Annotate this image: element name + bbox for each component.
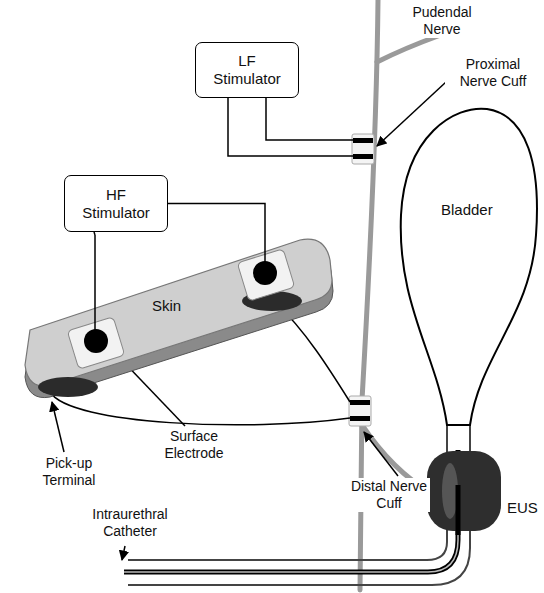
bladder-outline	[395, 105, 544, 427]
cuff-label: Proximal Nerve Cuff	[445, 56, 541, 90]
node-text: EUS	[507, 499, 538, 517]
stimulator-box: LF Stimulator	[195, 42, 299, 98]
proximal-nerve-cuff	[352, 134, 374, 164]
distal-nerve-cuff	[349, 396, 371, 426]
skin-patch: Skin	[20, 235, 338, 400]
eus-sphincter: EUS	[425, 445, 544, 535]
skin-outline	[20, 235, 338, 400]
node-text: Skin	[152, 297, 181, 315]
lf-wires	[228, 98, 353, 156]
stimulator-wire	[168, 204, 265, 236]
catheter-label: Intraurethral Catheter	[78, 506, 182, 540]
cuff-label: Distal Nerve Cuff	[348, 478, 430, 512]
node-text: HF Stimulator	[73, 186, 159, 222]
stimulator-wire	[94, 232, 95, 235]
node-text: Bladder	[441, 201, 493, 219]
nerve-label: Pudendal Nerve	[403, 4, 481, 38]
stimulator-box: HF Stimulator	[64, 175, 168, 232]
terminal-label: Pick-up Terminal	[28, 455, 110, 489]
bladder-organ: Bladder	[395, 105, 544, 427]
electrode-label: Surface Electrode	[150, 428, 238, 462]
node-text: LF Stimulator	[204, 52, 290, 88]
urethra	[128, 425, 470, 585]
eus-outline	[425, 445, 544, 535]
